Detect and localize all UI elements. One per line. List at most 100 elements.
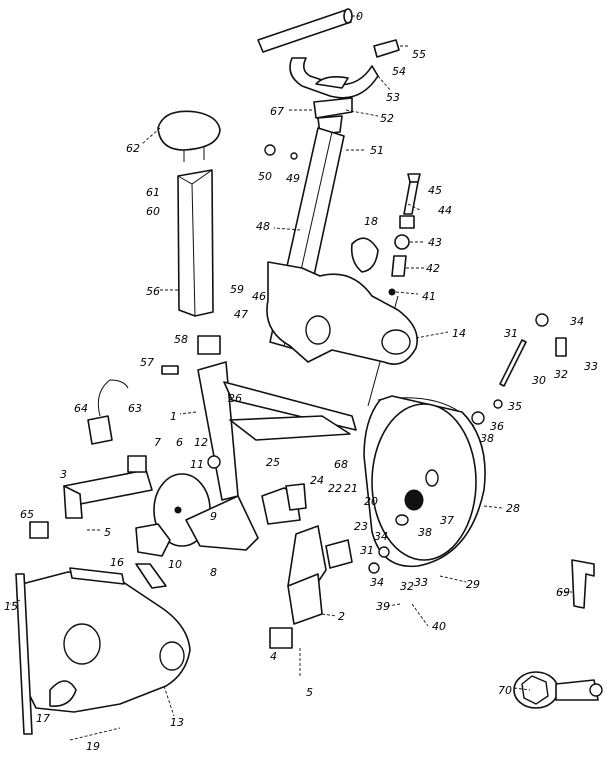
part-label-58: 58	[174, 333, 188, 346]
part-label-9: 9	[210, 510, 217, 523]
part-label-53: 53	[386, 91, 400, 104]
wrench	[571, 559, 595, 609]
part-label-28: 28	[506, 502, 520, 515]
pedal-strap	[135, 523, 171, 589]
part-label-34-top: 34	[570, 315, 584, 328]
part-label-68: 68	[334, 458, 348, 471]
front-stabilizer	[29, 455, 153, 539]
rear-stabilizer	[269, 525, 353, 649]
part-label-1: 1	[170, 410, 177, 423]
part-label-38-top: 38	[480, 432, 494, 445]
right-chain-cover	[266, 261, 418, 365]
left-chain-cover	[21, 571, 191, 713]
main-frame	[197, 361, 357, 501]
part-label-34-mid: 34	[374, 530, 388, 543]
part-label-15: 15	[4, 600, 18, 613]
part-label-65: 65	[20, 508, 34, 521]
part-label-26: 26	[228, 392, 242, 405]
seat	[157, 110, 221, 162]
part-label-23: 23	[354, 520, 368, 533]
part-label-31-lower: 31	[360, 544, 374, 557]
footrest-bar	[69, 567, 125, 585]
part-labels: 0 55 54 53 52 67 62 51 50 49 45 44 61 60…	[4, 10, 598, 753]
part-label-50: 50	[258, 170, 272, 183]
part-label-8: 8	[210, 566, 217, 579]
part-label-55: 55	[412, 48, 426, 61]
part-label-60: 60	[146, 205, 160, 218]
part-label-49: 49	[286, 172, 300, 185]
part-label-4: 4	[270, 650, 277, 663]
part-label-30: 30	[532, 374, 546, 387]
part-label-42: 42	[426, 262, 440, 275]
part-label-59: 59	[230, 283, 244, 296]
part-label-41: 41	[422, 290, 436, 303]
part-label-44: 44	[438, 204, 452, 217]
brake-pad	[350, 237, 379, 273]
part-label-47: 47	[234, 308, 248, 321]
part-label-52: 52	[380, 112, 394, 125]
part-label-5-left: 5	[104, 526, 111, 539]
part-label-13: 13	[170, 716, 184, 729]
part-label-19: 19	[86, 740, 100, 753]
part-label-24: 24	[310, 474, 324, 487]
part-label-57: 57	[140, 356, 154, 369]
part-label-29: 29	[466, 578, 480, 591]
small-hardware	[161, 144, 567, 574]
part-label-51: 51	[370, 144, 384, 157]
handlebar-grip	[257, 8, 353, 53]
part-label-0: 0	[356, 10, 363, 23]
part-label-17: 17	[36, 712, 50, 725]
part-label-43: 43	[428, 236, 442, 249]
part-label-63: 63	[128, 402, 142, 415]
part-label-48: 48	[256, 220, 270, 233]
leader-lines	[9, 15, 572, 741]
stabilizer-bar	[15, 573, 33, 735]
part-label-56: 56	[146, 285, 160, 298]
part-label-69: 69	[556, 586, 570, 599]
spanner-tool	[513, 671, 603, 709]
part-label-34-lower: 34	[370, 576, 384, 589]
part-label-3: 3	[60, 468, 67, 481]
axle-rod	[499, 339, 527, 387]
part-label-36: 36	[490, 420, 504, 433]
part-label-14: 14	[452, 327, 466, 340]
part-label-20: 20	[364, 495, 378, 508]
part-label-38-bottom: 38	[418, 526, 432, 539]
power-adapter	[87, 379, 129, 445]
part-label-32: 32	[554, 368, 568, 381]
part-label-5-right: 5	[306, 686, 313, 699]
part-label-33: 33	[584, 360, 598, 373]
part-label-18: 18	[364, 215, 378, 228]
pedal-crank	[153, 473, 259, 551]
part-label-31: 31	[504, 327, 518, 340]
part-label-2: 2	[338, 610, 345, 623]
part-label-40: 40	[432, 620, 446, 633]
part-label-33-lower: 33	[414, 576, 428, 589]
part-label-11: 11	[190, 458, 204, 471]
part-label-22: 22	[328, 482, 342, 495]
handlebar	[289, 39, 400, 99]
part-label-62: 62	[126, 142, 140, 155]
part-label-21: 21	[344, 482, 358, 495]
part-label-37: 37	[440, 514, 454, 527]
flywheel	[363, 395, 486, 568]
part-label-39: 39	[376, 600, 390, 613]
seat-post	[177, 169, 214, 317]
part-label-45: 45	[428, 184, 442, 197]
part-label-16: 16	[110, 556, 124, 569]
part-label-46: 46	[252, 290, 266, 303]
part-label-7: 7	[154, 436, 161, 449]
part-label-67: 67	[270, 105, 284, 118]
sprocket-bracket	[261, 483, 307, 525]
part-label-64: 64	[74, 402, 88, 415]
part-label-61: 61	[146, 186, 160, 199]
part-label-25: 25	[266, 456, 280, 469]
tension-knob-assembly	[367, 173, 421, 407]
part-label-10: 10	[168, 558, 182, 571]
part-label-32-lower: 32	[400, 580, 414, 593]
part-label-35: 35	[508, 400, 522, 413]
part-label-12: 12	[194, 436, 208, 449]
part-label-54: 54	[392, 65, 406, 78]
part-label-70: 70	[498, 684, 512, 697]
